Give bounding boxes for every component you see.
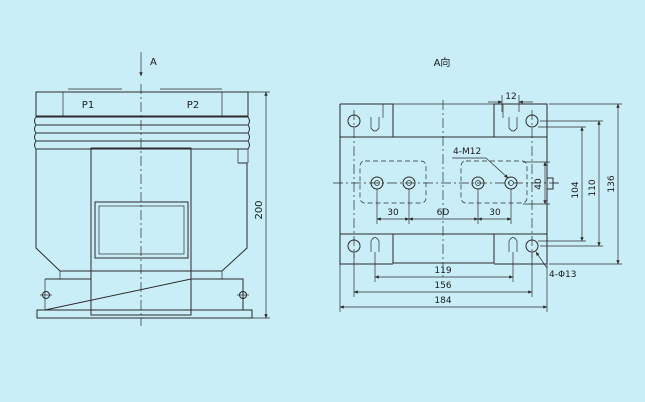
dim-184: 184 <box>339 264 548 312</box>
right-bolt-icon <box>237 282 249 301</box>
dim-156: 156 <box>353 252 533 297</box>
dim-136: 136 <box>549 103 622 265</box>
dim-136-label: 136 <box>607 175 617 192</box>
view-arrow-label: A <box>150 57 157 68</box>
thread-callout: 4-M12 <box>452 147 509 179</box>
top-cap <box>35 91 249 117</box>
dim-104-label: 104 <box>571 181 581 198</box>
terminal-label-p1: P1 <box>82 100 94 111</box>
dim-6d-label: 6D <box>437 208 450 218</box>
body-outline <box>35 149 248 272</box>
dim-119-label: 119 <box>434 266 451 276</box>
dim-104: 104 <box>538 126 586 242</box>
core-window-inner <box>94 201 189 259</box>
dim-30-right-label: 30 <box>489 208 501 218</box>
hole-callout: 4-Φ13 <box>535 251 577 280</box>
dim-30-left-label: 30 <box>387 208 399 218</box>
left-bolt-icon <box>40 291 52 299</box>
dim-110-label: 110 <box>588 179 598 196</box>
terminal-label-p2: P2 <box>187 100 199 111</box>
base-plate <box>36 309 253 319</box>
hole-callout-label: 4-Φ13 <box>549 270 577 280</box>
dim-40-label: 40 <box>534 178 544 190</box>
dim-156-label: 156 <box>434 281 451 291</box>
height-label-200: 200 <box>254 200 265 219</box>
base-mount <box>44 278 244 311</box>
terminal-box-left <box>359 160 427 204</box>
dim-row-terminals: 30 6D 30 <box>376 189 512 224</box>
height-dimension-200: 200 <box>248 91 270 319</box>
view-a-title: A向 <box>434 56 451 69</box>
terminal-box-right <box>460 160 528 204</box>
dim-184-label: 184 <box>434 296 451 306</box>
right-view-a: A向 <box>333 56 622 312</box>
dim-40: 40 <box>523 161 550 205</box>
dim-110: 110 <box>540 120 603 247</box>
thread-callout-label: 4-M12 <box>453 147 481 157</box>
dim-119: 119 <box>374 252 514 282</box>
left-elevation-view: P1 P2 <box>34 52 270 326</box>
cooling-ribs <box>34 116 250 163</box>
side-bolt <box>546 177 554 190</box>
dim-12: 12 <box>488 92 533 112</box>
dim-12-label: 12 <box>505 92 516 102</box>
